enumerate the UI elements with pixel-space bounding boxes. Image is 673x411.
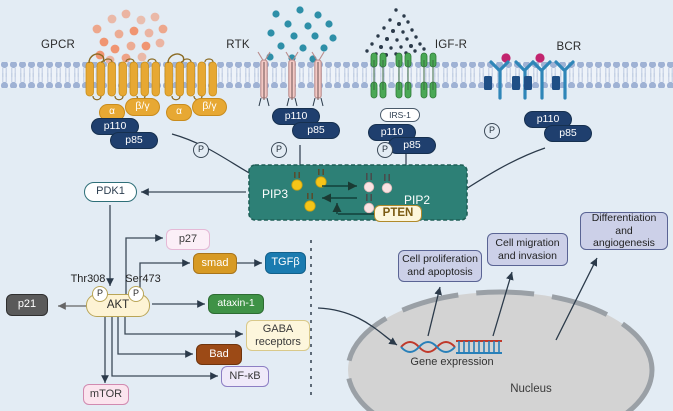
- phospho-icon-rtk: P: [271, 142, 287, 158]
- phospho-icon-gpcr: P: [193, 142, 209, 158]
- igfr-receptors: [370, 52, 437, 99]
- outcome-migration-box: Cell migration and invasion: [487, 233, 568, 266]
- gpcr-ligand-cluster: [92, 9, 168, 65]
- igfr-irs1-adaptor: IRS-1: [380, 108, 420, 122]
- akt-site-ser473-label: Ser473: [125, 273, 161, 286]
- gpcr2-g-betagamma-subunit: β/γ: [192, 98, 227, 116]
- receptor-label-bcr: BCR: [556, 40, 582, 53]
- target-mtor-box: mTOR: [83, 384, 129, 405]
- gpcr-receptor-2: [164, 53, 217, 101]
- outcome-diff-line-1: Differentiation: [591, 212, 657, 225]
- gaba-line-2: receptors: [255, 335, 301, 348]
- pip2-label: PIP2: [403, 192, 430, 207]
- dna-gene-expression-icon: [400, 340, 502, 354]
- nucleus-arrows: [317, 257, 598, 346]
- gpcr1-g-betagamma-subunit: β/γ: [125, 98, 160, 116]
- outcome-migr-line-1: Cell migration: [495, 236, 560, 249]
- rtk-receptors: [257, 51, 325, 107]
- akt-phospho-ser473: P: [128, 286, 144, 302]
- rtk-p85-subunit: p85: [292, 122, 340, 139]
- gaba-line-1: GABA: [262, 322, 294, 335]
- receptor-label-gpcr: GPCR: [40, 38, 76, 51]
- akt-site-thr308-label: Thr308: [70, 273, 106, 286]
- outcome-diff-line-2: and angiogenesis: [593, 224, 655, 250]
- pten-box: PTEN: [374, 205, 422, 222]
- gpcr-receptor-1: [85, 53, 160, 101]
- igfr-p85-subunit: p85: [388, 137, 436, 154]
- nucleus: [345, 289, 655, 411]
- outcome-prolif-line-1: Cell proliferation: [402, 253, 478, 266]
- bcr-antigen-cluster: [501, 53, 545, 63]
- bcr-p85-subunit: p85: [544, 125, 592, 142]
- phospho-icon-bcr: P: [484, 123, 500, 139]
- gene-expression-label: Gene expression: [410, 356, 494, 369]
- target-tgfb-box: TGFβ: [265, 252, 306, 274]
- pip2-lipids: [363, 173, 393, 214]
- target-gaba-receptors-box: GABA receptors: [246, 320, 310, 351]
- gpcr1-p110-subunit: p110: [91, 118, 139, 135]
- pip3-lipids: [291, 169, 327, 212]
- target-bad-box: Bad: [196, 344, 242, 365]
- pdk1-node: PDK1: [84, 182, 137, 202]
- target-ataxin1-box: ataxin-1: [208, 294, 264, 314]
- bcr-receptors: [489, 60, 575, 100]
- target-p21-box: p21: [6, 294, 48, 316]
- outcome-prolif-line-2: and apoptosis: [407, 266, 473, 278]
- phospho-icon-igfr: P: [377, 142, 393, 158]
- target-p27-box: p27: [166, 229, 210, 250]
- bcr-iga-igb-subunits: [484, 76, 560, 90]
- gpcr1-p85-subunit: p85: [110, 132, 158, 149]
- receptor-label-igfr: IGF-R: [434, 38, 468, 51]
- gpcr2-g-alpha-subunit: α: [166, 104, 192, 121]
- outcome-differentiation-box: Differentiation and angiogenesis: [580, 212, 668, 250]
- outcome-migr-line-2: and invasion: [498, 249, 557, 262]
- outcome-proliferation-box: Cell proliferation and apoptosis: [398, 250, 482, 282]
- receptor-label-rtk: RTK: [226, 38, 250, 51]
- target-smad-box: smad: [193, 253, 237, 274]
- akt-phospho-thr308: P: [92, 286, 108, 302]
- nucleus-label: Nucleus: [510, 382, 552, 395]
- target-nfkb-box: NF-κB: [221, 366, 269, 387]
- pip3-label: PIP3: [261, 186, 288, 201]
